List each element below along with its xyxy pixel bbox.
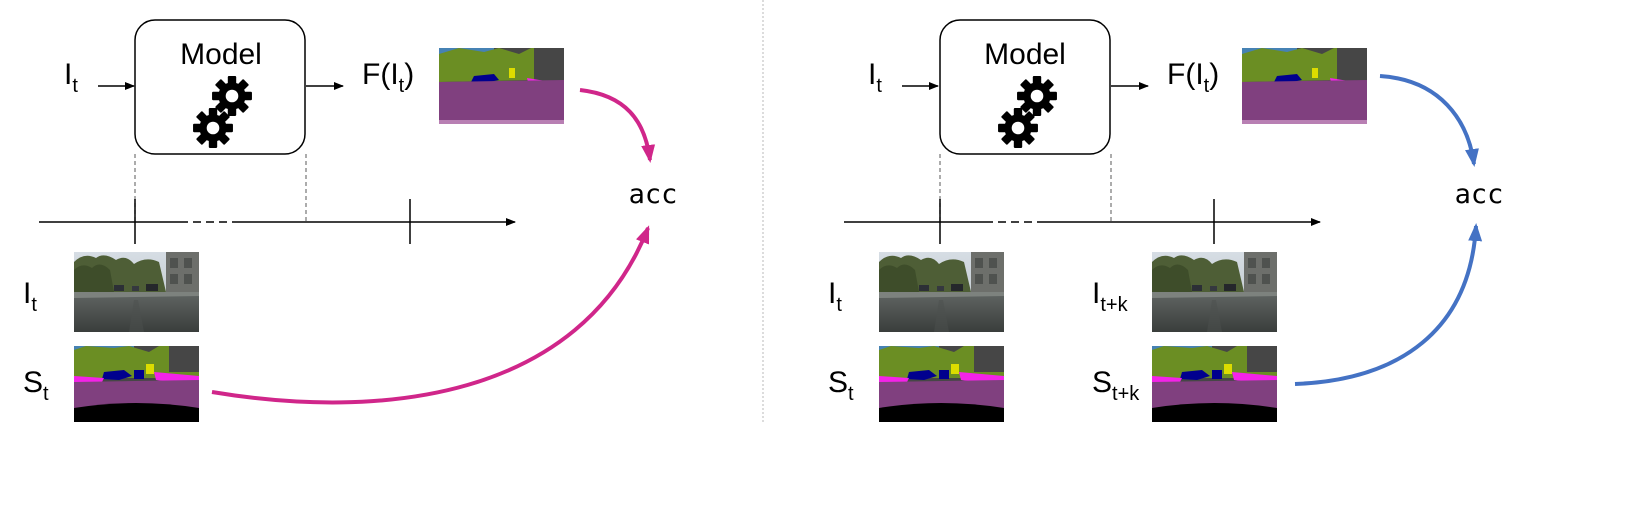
frame-thumbnail (879, 252, 1004, 332)
input-label: It (868, 58, 882, 97)
ground-truth-label: St (23, 366, 49, 405)
prediction-thumbnail (439, 48, 564, 124)
model-label: Model (984, 38, 1066, 71)
output-label: F(It) (1167, 58, 1219, 97)
frame-label: It (828, 277, 842, 316)
left-panel: It Model F(It) It St acc (23, 19, 678, 422)
future-frame-thumbnail (1152, 252, 1277, 332)
accuracy-label: acc (629, 179, 678, 210)
gear-icon (212, 76, 252, 116)
accuracy-label: acc (1455, 179, 1504, 210)
future-ground-truth-label: St+k (1092, 366, 1140, 405)
prediction-to-acc-arrow (579, 88, 656, 163)
ground-truth-thumbnail (74, 346, 199, 422)
ground-truth-to-acc-arrow (211, 225, 650, 405)
right-panel: It Model F(It) It St It+k St+k acc (828, 19, 1504, 422)
model-label: Model (180, 38, 262, 71)
prediction-thumbnail (1242, 48, 1367, 124)
frame-label: It (23, 277, 37, 316)
input-label: It (64, 58, 78, 97)
future-ground-truth-thumbnail (1152, 346, 1277, 422)
gear-icon (1017, 76, 1057, 116)
ground-truth-thumbnail (879, 346, 1004, 422)
frame-thumbnail (74, 252, 199, 332)
future-frame-label: It+k (1092, 277, 1129, 316)
gear-icon (193, 108, 233, 148)
ground-truth-label: St (828, 366, 854, 405)
output-label: F(It) (362, 58, 414, 97)
gear-icon (998, 108, 1038, 148)
future-ground-truth-to-acc-arrow (1294, 223, 1483, 386)
prediction-to-acc-arrow (1379, 74, 1479, 167)
